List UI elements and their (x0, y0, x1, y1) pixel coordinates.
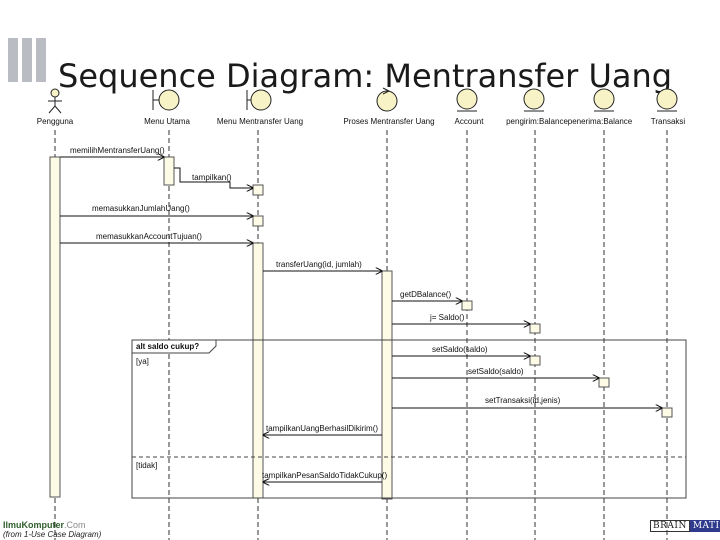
participant-label: pengirim:Balance (506, 117, 568, 126)
activation-bar (252, 184, 264, 196)
message-label: setTransaksi(id,jenis) (485, 396, 561, 405)
participant-label: Proses Mentransfer Uang (343, 117, 434, 126)
message-label: j= Saldo() (429, 313, 465, 322)
participant-label: Account (455, 117, 485, 126)
watermark-site: IlmuKomputer (3, 520, 65, 530)
entity-icon (656, 88, 678, 112)
control-icon (376, 87, 398, 112)
alt-fragment-label: alt saldo cukup? (136, 342, 199, 351)
logo-part-2: MATICS (689, 520, 720, 532)
participant-label: Pengguna (37, 117, 74, 126)
guard-condition: [tidak] (136, 461, 157, 470)
brainmatics-logo: BRAINMATICS (650, 520, 720, 532)
alt-fragment-tab (131, 339, 217, 354)
message-label: memasukkanAccountTujuan() (96, 232, 202, 241)
activation-bar (598, 377, 610, 388)
message-arrow (174, 167, 253, 188)
participant-label: Menu Utama (144, 117, 190, 126)
activation-bar (163, 156, 175, 186)
message-label: memilihMentransferUang() (70, 146, 165, 155)
entity-icon (523, 88, 545, 112)
message-label: memasukkanJumlahUang() (92, 204, 190, 213)
boundary-icon (152, 89, 180, 111)
slide-title: Sequence Diagram: Mentransfer Uang (58, 57, 673, 96)
activation-bar (529, 323, 541, 334)
message-label: tampilkan() (192, 173, 232, 182)
activation-bar (381, 270, 393, 500)
watermark: IlmuKomputer.Com (3, 520, 86, 530)
activation-bar (461, 300, 473, 311)
message-label: getDBalance() (400, 290, 451, 299)
activation-bar (252, 242, 264, 499)
participant-label: Transaksi (651, 117, 686, 126)
logo-part-1: BRAIN (650, 520, 690, 532)
message-label: tampilkanPesanSaldoTidakCukup() (262, 471, 387, 480)
activation-bar (49, 156, 61, 498)
alt-fragment-frame (131, 339, 687, 499)
participant-label: Menu Mentransfer Uang (217, 117, 303, 126)
entity-icon (456, 88, 478, 112)
diagram-footnote: (from 1-Use Case Diagram) (3, 530, 102, 539)
boundary-icon (246, 89, 272, 111)
entity-icon (593, 88, 615, 112)
watermark-suffix: .Com (64, 520, 86, 530)
activation-bar (529, 355, 541, 366)
participant-label: penerima:Balance (568, 117, 633, 126)
message-label: setSaldo(saldo) (432, 345, 488, 354)
guard-condition: [ya] (136, 357, 149, 366)
activation-bar (661, 407, 673, 418)
activation-bar (252, 215, 264, 227)
message-label: setSaldo(saldo) (468, 367, 524, 376)
actor-icon (48, 88, 62, 114)
message-label: tampilkanUangBerhasilDikirim() (266, 424, 378, 433)
message-label: transferUang(id, jumlah) (276, 260, 362, 269)
